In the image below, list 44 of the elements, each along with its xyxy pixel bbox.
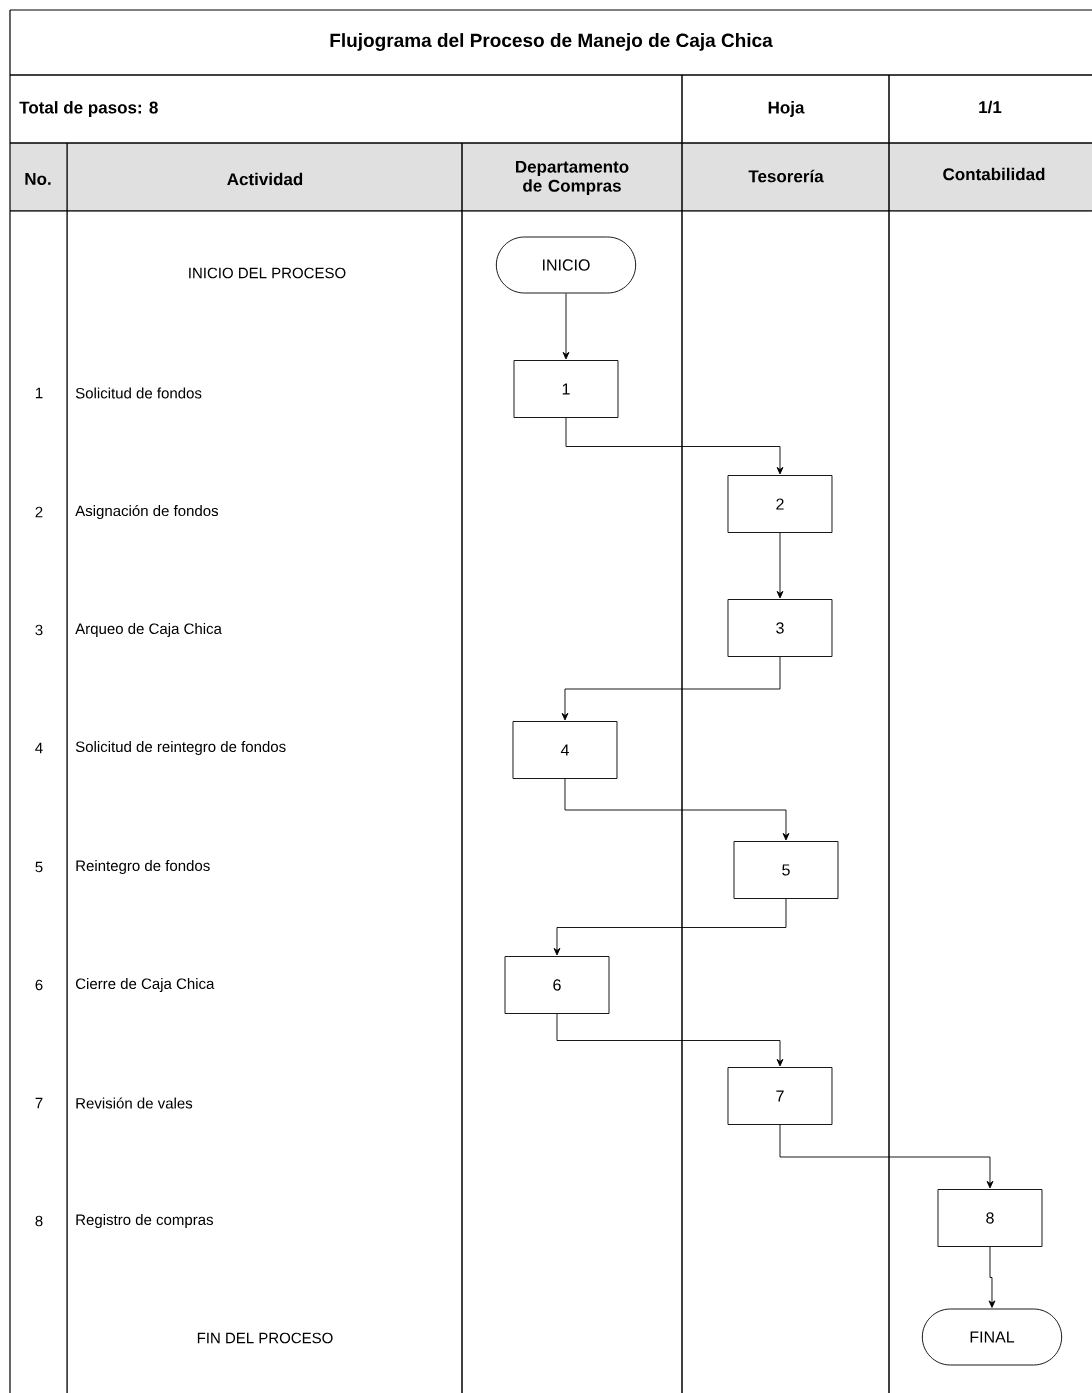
activity-text: Solicitud de fondos: [75, 387, 202, 399]
row-number: 6: [35, 979, 43, 991]
activity-text: Solicitud de reintegro de fondos: [75, 741, 286, 755]
arrow: [556, 1013, 784, 1067]
arrow: [779, 1124, 994, 1189]
header-cell: Total de pasos: 8: [19, 101, 158, 117]
activity-text: FIN DEL PROCESO: [197, 1332, 333, 1344]
arrow: [988, 1246, 996, 1308]
process-box: 1: [513, 360, 619, 418]
activity-text: INICIO DEL PROCESO: [189, 267, 346, 279]
process-box: 5: [733, 841, 839, 899]
row-number: 3: [35, 624, 43, 636]
process-box: 8: [937, 1189, 1043, 1247]
process-box: 6: [504, 956, 610, 1014]
row-number: 8: [35, 1215, 43, 1227]
arrow: [561, 656, 781, 721]
activity-text: Registro de compras: [76, 1214, 213, 1228]
column-header: Contabilidad: [943, 167, 1045, 181]
column-header: Tesorería: [748, 169, 824, 183]
arrow: [564, 778, 790, 841]
activity-text: Asignación de fondos: [75, 504, 219, 520]
column-header: Actividad: [227, 172, 303, 186]
activity-text: Revisión de vales: [76, 1097, 193, 1109]
arrow: [565, 417, 784, 475]
row-number: 1: [35, 387, 43, 399]
row-number: 7: [35, 1097, 43, 1109]
header-cell: Hoja: [768, 101, 805, 117]
arrow: [562, 293, 570, 360]
header-cell: 1/1: [979, 100, 1002, 114]
row-number: 4: [35, 742, 43, 754]
row-number: 2: [35, 506, 43, 518]
row-number: 5: [35, 861, 43, 873]
arrow: [776, 532, 784, 599]
column-header: Departamento de Compras: [516, 160, 629, 196]
activity-text: Cierre de Caja Chica: [75, 978, 215, 992]
arrow: [553, 898, 787, 956]
process-box: 4: [512, 721, 618, 779]
activity-text: Reintegro de fondos: [76, 860, 210, 874]
process-box: 2: [727, 475, 833, 533]
column-header: No.: [25, 173, 51, 185]
activity-text: Arqueo de Caja Chica: [75, 623, 222, 637]
process-box: 7: [727, 1067, 833, 1125]
process-box: 3: [727, 599, 833, 657]
title: Flujograma del Proceso de Manejo de Caja Chica: [330, 33, 773, 51]
